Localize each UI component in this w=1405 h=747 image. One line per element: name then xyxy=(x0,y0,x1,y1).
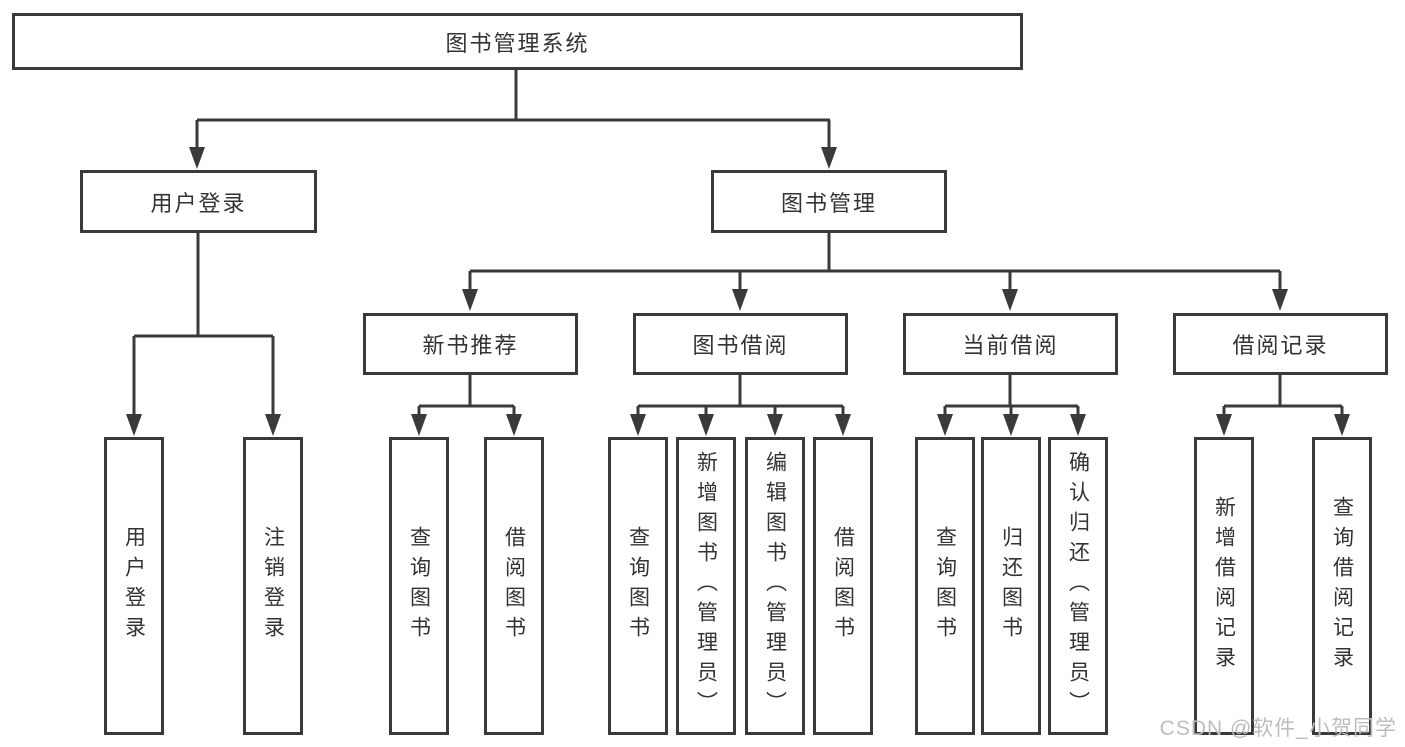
leaf-borrow-query-books: 查询图书 xyxy=(608,437,668,735)
leaf-borrow-edit-books-admin-label: 编辑图书（管理员） xyxy=(763,451,787,721)
node-borrow-records: 借阅记录 xyxy=(1173,313,1388,375)
leaf-borrow-edit-books-admin: 编辑图书（管理员） xyxy=(745,437,805,735)
watermark: CSDN @软件_小贺同学 xyxy=(1159,717,1397,740)
leaf-borrow-query-books-label: 查询图书 xyxy=(626,526,650,646)
node-book-management: 图书管理 xyxy=(711,170,947,233)
leaf-records-query-record-label: 查询借阅记录 xyxy=(1330,496,1354,676)
node-root: 图书管理系统 xyxy=(12,13,1023,70)
leaf-logout-label: 注销登录 xyxy=(261,526,285,646)
node-root-label: 图书管理系统 xyxy=(445,30,590,56)
leaf-records-query-record: 查询借阅记录 xyxy=(1312,437,1372,735)
node-borrow-records-label: 借阅记录 xyxy=(1232,333,1329,358)
leaf-newbook-query-books-label: 查询图书 xyxy=(407,526,431,646)
leaf-borrow-borrow-books: 借阅图书 xyxy=(813,437,873,735)
node-user-login: 用户登录 xyxy=(80,170,317,233)
node-book-management-label: 图书管理 xyxy=(780,190,877,216)
leaf-borrow-borrow-books-label: 借阅图书 xyxy=(831,526,855,646)
leaf-current-query-books: 查询图书 xyxy=(915,437,975,735)
leaf-logout: 注销登录 xyxy=(243,437,303,735)
leaf-records-add-record-label: 新增借阅记录 xyxy=(1212,496,1236,676)
leaf-current-return-books: 归还图书 xyxy=(981,437,1041,735)
leaf-current-return-books-label: 归还图书 xyxy=(999,526,1023,646)
node-current-borrow: 当前借阅 xyxy=(903,313,1118,375)
leaf-user-login: 用户登录 xyxy=(104,437,164,735)
leaf-current-confirm-return-admin: 确认归还（管理员） xyxy=(1048,437,1108,735)
leaf-current-query-books-label: 查询图书 xyxy=(933,526,957,646)
leaf-records-add-record: 新增借阅记录 xyxy=(1194,437,1254,735)
node-user-login-label: 用户登录 xyxy=(150,190,247,216)
leaf-current-confirm-return-admin-label: 确认归还（管理员） xyxy=(1066,451,1090,721)
node-current-borrow-label: 当前借阅 xyxy=(962,333,1059,358)
node-book-borrow: 图书借阅 xyxy=(633,313,848,375)
node-book-borrow-label: 图书借阅 xyxy=(692,333,789,358)
leaf-newbook-query-books: 查询图书 xyxy=(389,437,449,735)
node-new-book-recommend: 新书推荐 xyxy=(363,313,578,375)
leaf-newbook-borrow-books-label: 借阅图书 xyxy=(502,526,526,646)
node-new-book-recommend-label: 新书推荐 xyxy=(422,333,519,358)
leaf-newbook-borrow-books: 借阅图书 xyxy=(484,437,544,735)
leaf-user-login-label: 用户登录 xyxy=(122,526,146,646)
leaf-borrow-add-books-admin-label: 新增图书（管理员） xyxy=(694,451,718,721)
leaf-borrow-add-books-admin: 新增图书（管理员） xyxy=(676,437,736,735)
